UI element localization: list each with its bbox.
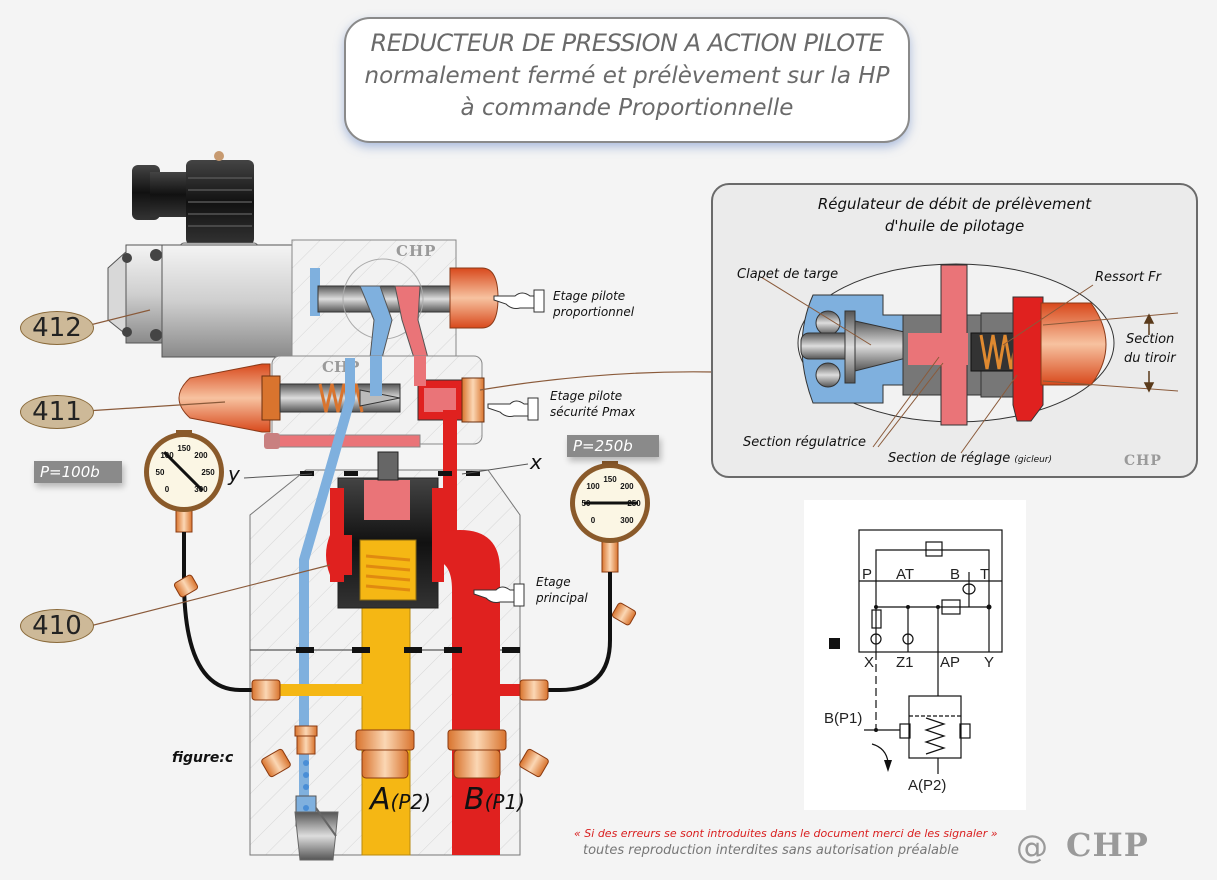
chp-mark-top: CHP bbox=[396, 242, 436, 260]
pilot-safety-block bbox=[178, 355, 485, 449]
gauge-tick-label: 150 bbox=[177, 444, 191, 453]
schem-port-at: AT bbox=[896, 566, 915, 583]
port-b-letter: B bbox=[464, 782, 485, 817]
marker-square bbox=[829, 638, 840, 649]
port-fitting-b bbox=[447, 729, 507, 779]
part-badge-411: 411 bbox=[20, 395, 94, 429]
main-stage-body bbox=[249, 358, 524, 856]
schem-port-ap: AP bbox=[940, 654, 961, 671]
footer-at-sign: @ bbox=[1016, 828, 1048, 866]
schem-port-z1: Z1 bbox=[896, 654, 914, 671]
port-label-b: B(P1) bbox=[464, 782, 525, 817]
callout-line: Etage bbox=[536, 575, 571, 589]
gauge-tick-label: 250 bbox=[201, 468, 215, 477]
inset-title: Régulateur de débit de prélèvement d'hui… bbox=[713, 193, 1196, 237]
pilot-proportional-block bbox=[291, 239, 499, 359]
callout-line: principal bbox=[536, 591, 588, 605]
gauge-tick-label: 100 bbox=[586, 482, 600, 491]
inset-chp-mark: CHP bbox=[1124, 453, 1162, 469]
footer-chp-logo: CHP bbox=[1066, 826, 1149, 864]
gauge-tick-label: 300 bbox=[620, 516, 634, 525]
port-a-letter: A bbox=[370, 782, 391, 817]
gauge-right: 050100150200250300 bbox=[548, 461, 650, 692]
label-section-reglage: Section de réglage (gicleur) bbox=[888, 451, 1052, 466]
callout-pilot-safety: Etage pilote sécurité Pmax bbox=[550, 388, 635, 420]
drain-fitting bbox=[294, 725, 318, 755]
port-label-x: x bbox=[530, 450, 542, 474]
test-point-right bbox=[519, 679, 549, 778]
pointing-hand-icon bbox=[493, 289, 545, 313]
hydraulic-schematic: P AT B T X Z1 AP Y B(P1) A(P2) bbox=[804, 500, 1026, 810]
gauge-left: 050100150200250300 bbox=[144, 430, 262, 692]
pointing-hand-icon bbox=[487, 397, 539, 421]
schem-outlet: A(P2) bbox=[908, 777, 947, 794]
schem-inlet: B(P1) bbox=[824, 710, 863, 727]
label-section-reglage-main: Section de réglage bbox=[888, 451, 1011, 466]
gauge-left-needle bbox=[163, 451, 204, 492]
port-label-a: A(P2) bbox=[370, 782, 431, 817]
port-b-sub: (P1) bbox=[484, 790, 525, 814]
port-leaders bbox=[243, 463, 529, 479]
flow-regulator-inset: Régulateur de débit de prélèvement d'hui… bbox=[711, 183, 1198, 478]
port-label-y: y bbox=[228, 462, 240, 486]
title-line-3: à commande Proportionnelle bbox=[460, 95, 794, 121]
part-badge-412: 412 bbox=[20, 311, 94, 345]
gauge-tick-label: 50 bbox=[156, 468, 165, 477]
schem-port-t: T bbox=[980, 566, 990, 583]
part-badge-410: 410 bbox=[20, 609, 94, 643]
callout-line: Etage pilote bbox=[550, 389, 623, 403]
pressure-tag-left: P=100b bbox=[34, 461, 122, 483]
callout-line: Etage pilote bbox=[553, 289, 626, 303]
footer-warning: « Si des erreurs se sont introduites dan… bbox=[574, 827, 998, 840]
schem-port-x: X bbox=[864, 654, 875, 671]
title-line-1: REDUCTEUR DE PRESSION A ACTION PILOTE bbox=[370, 29, 884, 57]
callout-line: sécurité Pmax bbox=[550, 405, 636, 419]
port-a-sub: (P2) bbox=[390, 790, 431, 814]
gauge-tick-label: 200 bbox=[620, 482, 634, 491]
label-section-tiroir-1: Section bbox=[1126, 332, 1175, 347]
label-section-reglage-note: (gicleur) bbox=[1014, 455, 1053, 465]
callout-line: proportionnel bbox=[553, 305, 635, 319]
gauge-tick-label: 0 bbox=[165, 485, 170, 494]
inset-title-line-1: Régulateur de débit de prélèvement bbox=[817, 195, 1092, 213]
inset-cutaway bbox=[760, 263, 1179, 454]
label-section-tiroir-2: du tiroir bbox=[1124, 351, 1176, 366]
gauge-tick-label: 200 bbox=[194, 451, 208, 460]
title-box: REDUCTEUR DE PRESSION A ACTION PILOTE no… bbox=[344, 17, 910, 143]
schematic-lines bbox=[829, 529, 1003, 774]
label-clapet-de-targe: Clapet de targe bbox=[737, 267, 839, 282]
label-section-regulatrice: Section régulatrice bbox=[743, 435, 867, 450]
callout-pilot-proportional: Etage pilote proportionnel bbox=[553, 288, 634, 320]
schem-port-b: B bbox=[950, 566, 961, 583]
callout-main-stage: Etage principal bbox=[536, 574, 588, 606]
pointing-hand-icon bbox=[473, 583, 525, 607]
inset-title-line-2: d'huile de pilotage bbox=[884, 217, 1025, 235]
proportional-solenoid bbox=[107, 244, 311, 358]
port-fitting-a bbox=[355, 729, 415, 779]
schem-port-p: P bbox=[862, 566, 873, 583]
bucket-icon bbox=[294, 807, 339, 861]
gauge-tick-label: 150 bbox=[603, 475, 617, 484]
test-point-left bbox=[251, 679, 291, 778]
leader-lines bbox=[85, 309, 715, 628]
title-line-2: normalement fermé et prélèvement sur la … bbox=[364, 63, 890, 89]
gauge-tick-label: 0 bbox=[591, 516, 596, 525]
figure-label: figure:c bbox=[172, 750, 234, 766]
label-ressort-fr: Ressort Fr bbox=[1095, 270, 1161, 285]
pressure-tag-right: P=250b bbox=[567, 435, 659, 457]
footer-copyright: toutes reproduction interdites sans auto… bbox=[583, 843, 959, 858]
oil-drops bbox=[303, 760, 309, 811]
schem-port-y: Y bbox=[984, 654, 995, 671]
